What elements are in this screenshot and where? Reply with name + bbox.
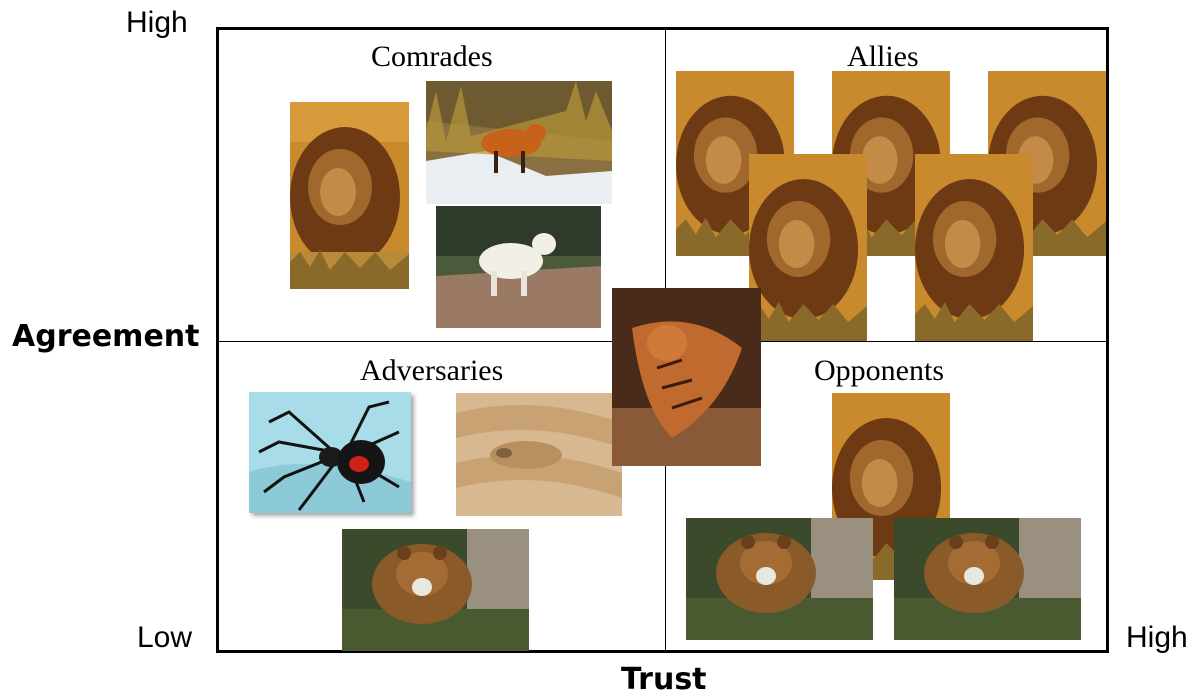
opponents-bear-photo-2: [894, 518, 1081, 640]
opponents-bear-photo-1: [686, 518, 873, 640]
adversaries-bear-photo: [342, 529, 529, 651]
comrades-lion-photo: [290, 102, 409, 289]
quadrant-label-allies: Allies: [847, 40, 919, 73]
adversaries-rattlesnake-photo: [456, 393, 622, 516]
allies-lion-photo-5: [915, 154, 1033, 341]
x-axis-title: Trust: [621, 662, 707, 697]
y-axis-high-label: High: [126, 6, 188, 39]
allies-lion-photo-4: [749, 154, 867, 341]
quadrant-label-comrades: Comrades: [371, 40, 493, 73]
quadrant-label-opponents: Opponents: [814, 354, 944, 387]
comrades-fox-photo: [426, 81, 612, 204]
x-axis-high-label: High: [1126, 621, 1188, 654]
comrades-mountain-goat-photo: [436, 206, 601, 328]
quadrant-label-adversaries: Adversaries: [360, 354, 504, 387]
y-axis-low-label: Low: [137, 621, 193, 654]
adversaries-black-widow-spider-photo: [249, 392, 411, 513]
y-axis-title: Agreement: [12, 319, 200, 354]
center-tiger-photo: [612, 288, 761, 466]
